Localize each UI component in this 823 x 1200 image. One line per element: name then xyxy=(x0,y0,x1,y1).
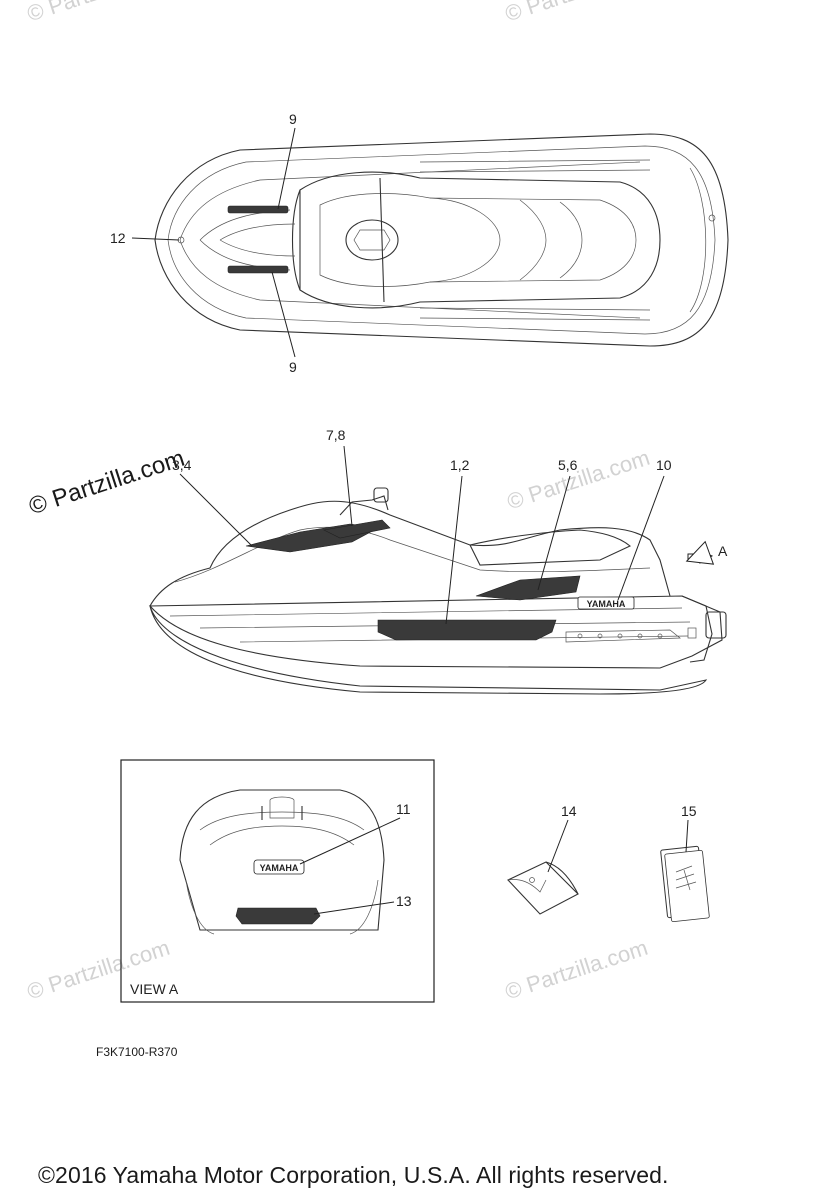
part-code: F3K7100-R370 xyxy=(96,1045,178,1059)
callout-view-13: 13 xyxy=(313,893,412,915)
svg-text:YAMAHA: YAMAHA xyxy=(260,863,299,873)
svg-text:3,4: 3,4 xyxy=(172,457,192,473)
svg-text:10: 10 xyxy=(656,457,672,473)
callout-top-lower-9: 9 xyxy=(271,271,297,375)
svg-text:VIEW A: VIEW A xyxy=(130,981,179,997)
svg-text:12: 12 xyxy=(110,230,126,246)
arrow-view-a: A xyxy=(685,540,728,565)
svg-text:5,6: 5,6 xyxy=(558,457,578,473)
callout-side-7-8: 7,8 xyxy=(326,427,353,527)
callout-side-3-4: 3,4 xyxy=(172,457,253,547)
part-15-label-sheet: 15 xyxy=(660,803,710,923)
copyright-notice: ©2016 Yamaha Motor Corporation, U.S.A. A… xyxy=(38,1162,669,1188)
callout-top-12: 12 xyxy=(110,230,180,246)
svg-text:13: 13 xyxy=(396,893,412,909)
svg-text:11: 11 xyxy=(396,801,411,817)
svg-text:14: 14 xyxy=(561,803,577,819)
callout-top-upper-9: 9 xyxy=(277,111,297,210)
svg-text:9: 9 xyxy=(289,111,297,127)
svg-text:1,2: 1,2 xyxy=(450,457,470,473)
svg-text:7,8: 7,8 xyxy=(326,427,346,443)
callout-view-11: 11 xyxy=(299,801,411,865)
callout-side-5-6: 5,6 xyxy=(537,457,578,591)
svg-text:9: 9 xyxy=(289,359,297,375)
callout-side-10: 10 xyxy=(617,457,672,601)
svg-text:YAMAHA: YAMAHA xyxy=(587,599,626,609)
top-view-watercraft xyxy=(154,133,729,347)
callout-side-1-2: 1,2 xyxy=(445,457,470,625)
part-14-pouch: 14 xyxy=(507,803,579,915)
svg-text:A: A xyxy=(718,543,728,559)
view-a-box: YAMAHA VIEW A xyxy=(120,759,435,1003)
side-view-watercraft: YAMAHA xyxy=(148,487,727,695)
svg-text:15: 15 xyxy=(681,803,697,819)
